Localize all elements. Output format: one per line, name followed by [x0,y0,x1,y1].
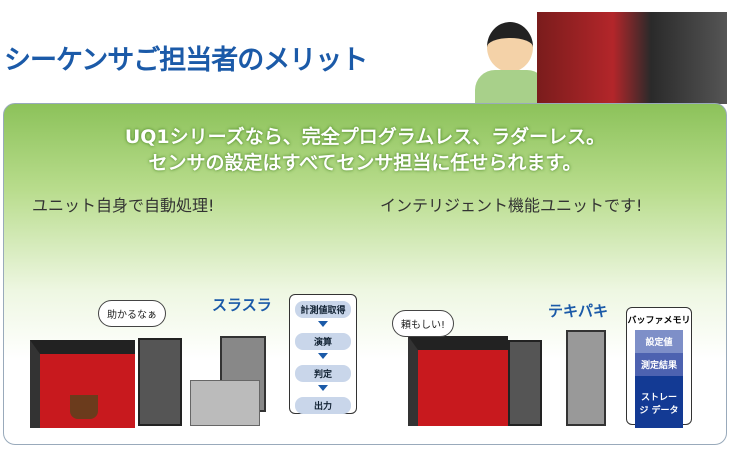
flow-step: 出力 [295,397,351,414]
right-sfx: テキパキ [548,302,609,320]
gray-unit-illustration [508,340,542,426]
plc-tower-illustration [537,12,727,104]
worker-illustration [475,22,547,104]
buffer-memory-box: バッファメモリ 設定値 測定結果 ストレージ データ [626,307,692,428]
flow-step: 判定 [295,365,351,382]
left-speech-bubble: 助かるなぁ [98,300,166,327]
arrow-down-icon [318,385,328,391]
right-speech-bubble: 頼もしい! [392,310,455,337]
lead-line-2: センサの設定はすべてセンサ担当に任せられます。 [148,152,582,174]
coffee-cup-icon [70,395,98,419]
arrow-down-icon [318,353,328,359]
flow-step: 計測値取得 [295,301,351,318]
red-unit-illustration [408,336,508,426]
gray-unit-illustration [138,338,182,426]
boxes-illustration [190,380,260,426]
arrow-down-icon [318,321,328,327]
memory-block: ストレージ データ [635,376,683,428]
lead-line-1: UQ1シリーズなら、完全プログラムレス、ラダーレス。 [124,126,606,148]
left-sfx: スラスラ [212,296,272,314]
flow-step: 演算 [295,333,351,350]
left-heading: ユニット自身で自動処理! [32,196,215,215]
page-title: シーケンサご担当者のメリット [4,45,368,76]
intelligent-unit-illustration [566,330,606,426]
memory-block: 設定値 [635,330,683,353]
memory-block: 測定結果 [635,353,683,376]
right-heading: インテリジェント機能ユニットです! [380,196,643,215]
buffer-memory-title: バッファメモリ [627,316,691,326]
process-flow-box: 計測値取得 演算 判定 出力 [289,294,357,414]
